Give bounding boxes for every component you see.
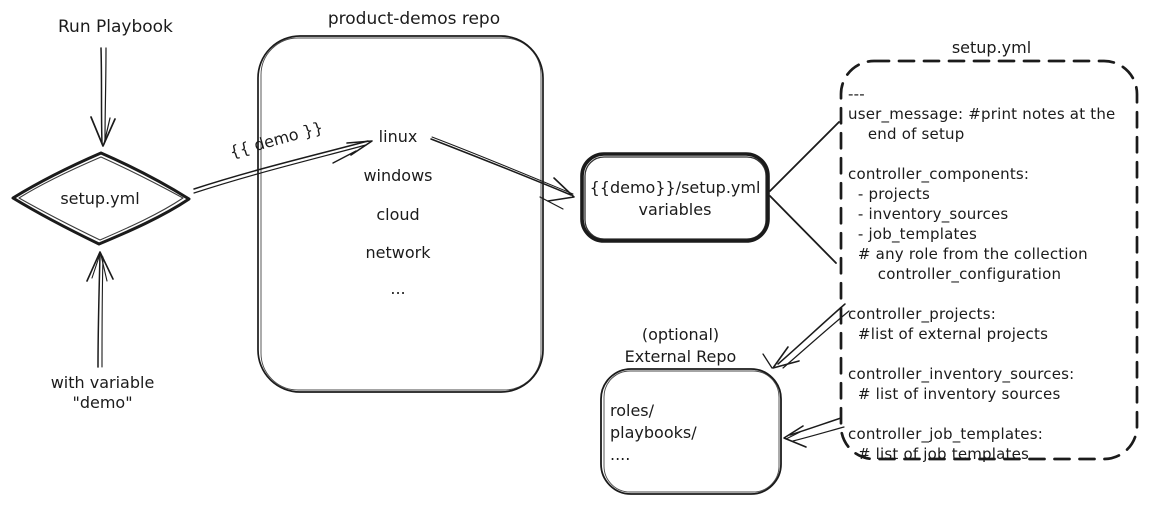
repo-item-windows: windows — [363, 166, 433, 185]
repo-box-outline — [257, 35, 544, 393]
setup-yml-title: setup.yml — [951, 38, 1032, 57]
setup-yml-content: --- user_message: #print notes at the en… — [848, 85, 1116, 463]
with-variable-arrow-line-2 — [101, 256, 104, 368]
repo-item-ellipsis: ... — [390, 279, 406, 298]
linux-to-variables-line-2 — [431, 136, 574, 195]
setup-yml-dashed-outline — [839, 59, 1139, 461]
with-variable-arrowhead — [86, 251, 114, 282]
with-variable-label: with variable "demo" — [50, 373, 155, 412]
external-repo-outline — [600, 368, 782, 495]
run-playbook-arrowhead-extra — [103, 117, 111, 145]
jobs-to-external-line-2 — [792, 426, 845, 442]
repo-title: product-demos repo — [327, 9, 501, 29]
projects-to-external-line-2 — [782, 310, 850, 369]
linux-to-variables-line-1 — [430, 138, 572, 196]
decision-diamond-outline — [11, 151, 191, 246]
linux-to-variables-arrowhead — [547, 177, 575, 202]
with-variable-arrow — [86, 251, 114, 368]
variables-box-rect — [580, 152, 770, 243]
demo-arrow-line-2 — [193, 144, 367, 194]
projects-to-external-arrowhead-extra — [762, 353, 773, 369]
external-repo-rect — [600, 368, 782, 495]
run-playbook-arrowhead — [90, 116, 116, 147]
run-playbook-arrow-line-1 — [100, 47, 103, 144]
jobs-to-external-arrowhead-extra — [785, 431, 801, 440]
linux-to-variables-arrowhead-extra — [539, 196, 564, 210]
repo-box-rect — [257, 35, 544, 393]
jobs-to-external-line-1 — [789, 417, 842, 436]
variables-box-title: {{demo}}/setup.yml variables — [589, 178, 761, 219]
linux-to-variables-arrow — [430, 136, 575, 210]
decision-diamond-shape — [11, 151, 191, 246]
run-playbook-arrow — [90, 47, 116, 147]
external-repo-label: (optional) External Repo — [624, 325, 737, 366]
with-variable-arrowhead-extra-1 — [91, 253, 101, 279]
run-playbook-label: Run Playbook — [58, 17, 173, 37]
fan-line-top — [769, 121, 840, 192]
jobs-to-external-arrow — [783, 417, 845, 448]
variables-box-outline — [580, 152, 770, 243]
decision-label: setup.yml — [60, 189, 140, 208]
repo-item-network: network — [365, 243, 431, 262]
demo-arrow — [193, 140, 373, 194]
fan-line-bottom — [769, 195, 837, 264]
demo-arrowhead-extra — [332, 150, 357, 164]
repo-item-linux: linux — [378, 127, 418, 146]
with-variable-arrow-line-1 — [97, 254, 101, 368]
jobs-to-external-arrowhead — [783, 425, 807, 448]
projects-to-external-arrowhead — [772, 346, 800, 369]
variables-box-rect-2 — [584, 156, 767, 240]
external-repo-rect-2 — [603, 370, 780, 493]
demo-arrow-line-1 — [193, 140, 369, 190]
repo-item-cloud: cloud — [376, 205, 420, 224]
decision-diamond-outline-2 — [18, 156, 184, 241]
projects-to-external-line-1 — [777, 303, 846, 365]
with-variable-arrowhead-extra-2 — [100, 254, 108, 282]
projects-to-external-arrow — [762, 303, 850, 369]
run-playbook-arrow-line-2 — [104, 47, 107, 141]
external-repo-content: roles/ playbooks/ .... — [610, 401, 697, 464]
demo-arrowhead — [346, 140, 373, 156]
repo-box-rect-2 — [260, 37, 542, 391]
